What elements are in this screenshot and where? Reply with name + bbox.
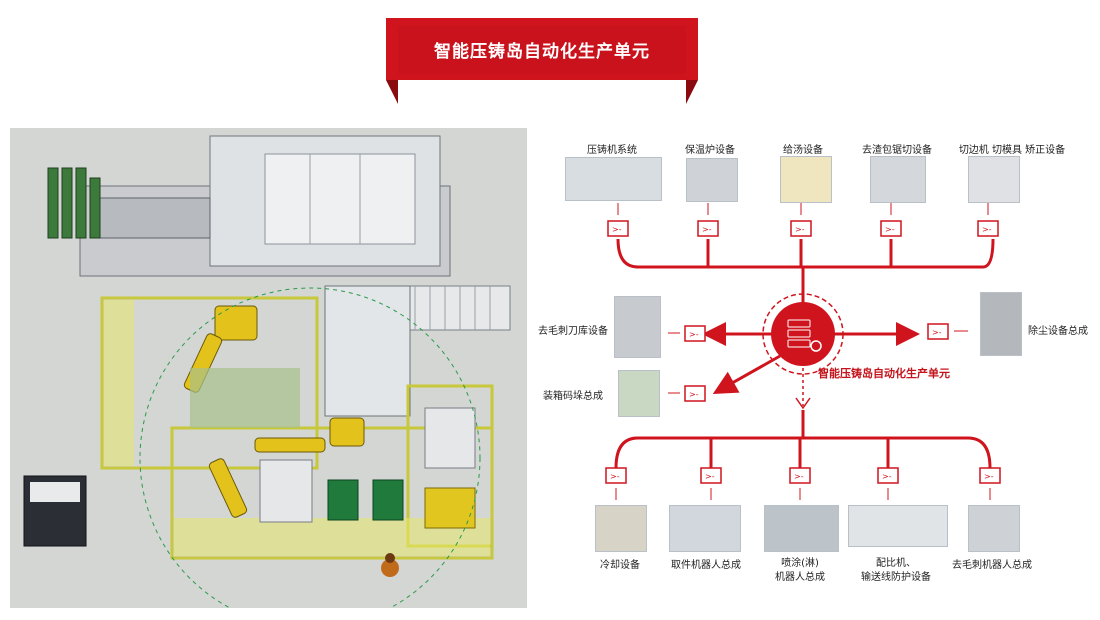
svg-text:>-: >- (705, 472, 715, 481)
system-diagram: >- >- >- >- >- >- >- >- >- >- >- >- >- (605, 203, 1001, 500)
holding-furnace-image (686, 158, 738, 202)
central-hub (762, 293, 844, 375)
terminal-boxes-middle: >- >- >- (684, 323, 949, 402)
label-packing-palletizing: 装箱码垛总成 (543, 391, 603, 402)
robot-arm-shape (183, 305, 365, 518)
label-conveyor-guard-line2: 输送线防护设备 (861, 572, 931, 583)
svg-text:>-: >- (885, 225, 895, 234)
spraying-robot-image (764, 505, 839, 552)
svg-text:>-: >- (612, 225, 622, 234)
label-deburring-robot: 去毛刺机器人总成 (952, 560, 1032, 571)
svg-text:>-: >- (932, 328, 942, 337)
die-casting-machine-shape (79, 135, 451, 277)
label-conveyor-guard-line1: 配比机、 (876, 558, 916, 569)
production-cell-3d-render (10, 128, 527, 608)
terminal-boxes-top: >- >- >- >- >- (607, 220, 999, 237)
packing-palletizing-image (618, 370, 660, 417)
label-spraying-robot-line2: 机器人总成 (775, 572, 825, 583)
bottom-bus-line (614, 410, 992, 469)
terminal-boxes-bottom: >- >- >- >- >- (605, 467, 1001, 484)
cell-layout-illustration (10, 128, 527, 608)
label-ladling-device: 给汤设备 (783, 145, 823, 156)
svg-text:>-: >- (984, 472, 994, 481)
svg-text:>-: >- (689, 390, 699, 399)
svg-text:>-: >- (982, 225, 992, 234)
svg-text:>-: >- (610, 472, 620, 481)
top-bus-line (616, 238, 995, 308)
label-cooling-device: 冷却设备 (600, 560, 640, 571)
trimming-device-image (968, 156, 1020, 203)
svg-text:>-: >- (702, 225, 712, 234)
label-deburring-tool: 去毛刺刀库设备 (538, 326, 608, 337)
sawing-device-image (870, 156, 926, 203)
banner-title: 智能压铸岛自动化生产单元 (434, 42, 650, 62)
label-center-hub: 智能压铸岛自动化生产单元 (818, 367, 950, 380)
svg-text:>-: >- (794, 472, 804, 481)
conveyor-guard-image (848, 505, 948, 547)
deburring-tool-image (614, 296, 661, 358)
title-banner (386, 18, 698, 104)
arrow-to-packing (712, 354, 781, 394)
label-die-casting-system: 压铸机系统 (587, 145, 637, 156)
label-sawing-device: 去渣包锯切设备 (862, 145, 932, 156)
pickup-robot-image (669, 505, 741, 552)
gas-cylinders-shape (47, 167, 101, 239)
label-spraying-robot-line1: 喷涂(淋) (781, 558, 819, 569)
trim-press-shape (324, 285, 411, 417)
label-pickup-robot: 取件机器人总成 (671, 560, 741, 571)
dust-removal-image (980, 292, 1022, 356)
operator-shape (381, 559, 399, 577)
svg-text:>-: >- (795, 225, 805, 234)
dual-arrows-top (617, 203, 989, 215)
die-casting-system-image (565, 157, 662, 201)
label-dust-removal: 除尘设备总成 (1028, 326, 1088, 337)
deburring-robot-image (968, 505, 1020, 552)
svg-text:>-: >- (882, 472, 892, 481)
label-holding-furnace: 保温炉设备 (685, 145, 735, 156)
ladling-device-image (780, 156, 832, 203)
label-trimming-device: 切边机 切模具 矫正设备 (958, 145, 1066, 156)
svg-text:>-: >- (689, 330, 699, 339)
cooling-device-image (595, 505, 647, 552)
